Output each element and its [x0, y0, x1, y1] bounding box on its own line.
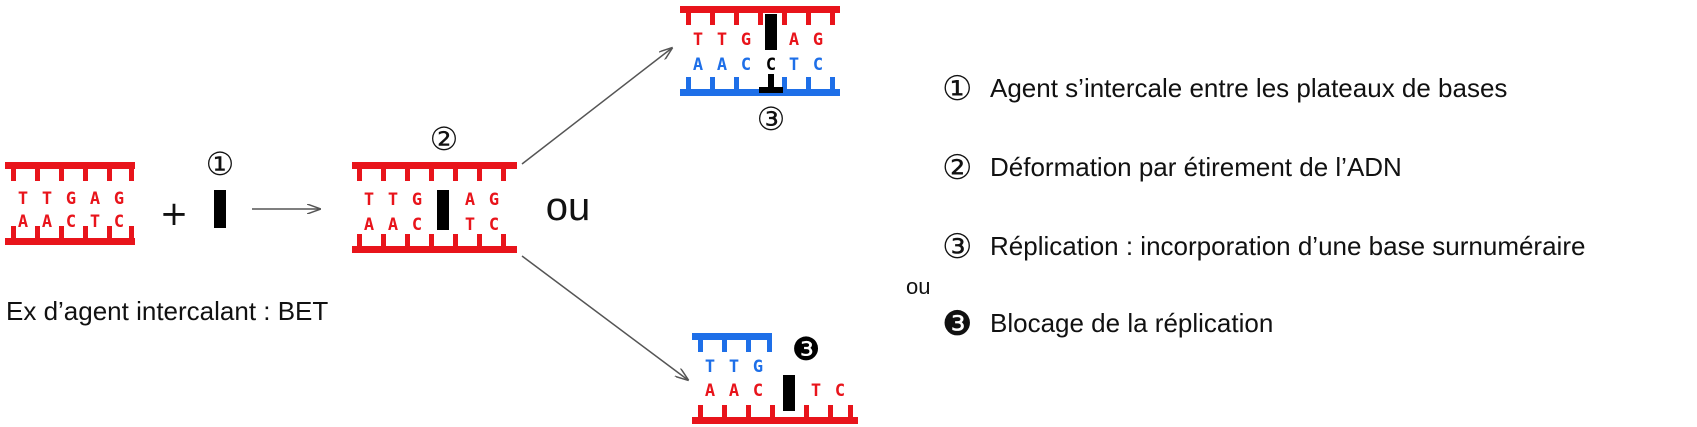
base: T [729, 357, 739, 377]
base: G [489, 190, 499, 210]
bottom-teeth [686, 77, 835, 89]
base: C [489, 215, 499, 235]
bottom-backbone [352, 246, 517, 253]
base: C [835, 381, 845, 401]
base: G [813, 30, 823, 50]
top-teeth [11, 169, 134, 181]
base: C [753, 381, 763, 401]
arrow-to-blocking [521, 255, 688, 380]
dna-blocked: T T G A A C T C [692, 333, 858, 424]
base: T [18, 189, 28, 209]
base: T [364, 190, 374, 210]
plus-sign: + [160, 194, 189, 234]
base: A [789, 30, 799, 50]
base: A [42, 212, 52, 232]
marker-1: ① [206, 145, 235, 183]
base: A [717, 55, 727, 75]
legend-marker-3-filled: ❸ [942, 304, 973, 344]
new-strand-backbone [692, 333, 772, 340]
parental-strand-backbone [692, 417, 858, 424]
intercalated-agent [437, 190, 449, 230]
top-teeth [686, 13, 835, 25]
intercalated-agent [765, 14, 777, 50]
legend-label-2: Déformation par étirement de l’ADN [990, 152, 1402, 182]
intercalating-agent [214, 190, 226, 228]
top-backbone [352, 162, 517, 169]
base: G [114, 189, 124, 209]
extra-base: C [766, 55, 776, 75]
parental-strand-teeth [698, 405, 853, 417]
legend-marker-3: ③ [942, 227, 973, 267]
marker-2: ② [430, 120, 459, 158]
extra-base-foot [759, 87, 783, 93]
dna-deformed: T T G A G A A C T C [352, 162, 517, 253]
legend-label-4: Blocage de la réplication [990, 308, 1274, 338]
ou-label: ou [546, 185, 591, 229]
base: A [364, 215, 374, 235]
base: A [18, 212, 28, 232]
base: T [465, 215, 475, 235]
top-teeth [357, 169, 506, 181]
base: T [811, 381, 821, 401]
base: G [412, 190, 422, 210]
legend-label-1: Agent s’intercale entre les plateaux de … [990, 73, 1508, 103]
bottom-teeth [357, 234, 506, 246]
base: C [741, 55, 751, 75]
blocking-agent [783, 375, 795, 411]
marker-3: ③ [757, 100, 786, 138]
base: T [705, 357, 715, 377]
base: A [729, 381, 739, 401]
arrow-to-replication [521, 48, 672, 165]
base: A [705, 381, 715, 401]
base: C [66, 212, 76, 232]
base: T [90, 212, 100, 232]
base: T [789, 55, 799, 75]
base: G [753, 357, 763, 377]
marker-3-filled: ❸ [792, 330, 821, 368]
dna-replication: T T G A G A A C C T C [680, 6, 840, 96]
legend-or: ou [906, 274, 931, 299]
base: C [813, 55, 823, 75]
bottom-backbone [5, 238, 135, 245]
base: A [693, 55, 703, 75]
top-backbone [5, 162, 135, 169]
base: C [412, 215, 422, 235]
intercalating-agent-example: Ex d’agent intercalant : BET [6, 296, 329, 326]
base: T [717, 30, 727, 50]
bottom-teeth [11, 226, 134, 238]
top-backbone-parental [680, 6, 840, 13]
extra-base-stem [768, 74, 774, 90]
base: A [90, 189, 100, 209]
base: G [66, 189, 76, 209]
base: C [114, 212, 124, 232]
base: T [42, 189, 52, 209]
base: A [465, 190, 475, 210]
base: G [741, 30, 751, 50]
base: A [388, 215, 398, 235]
base: T [388, 190, 398, 210]
legend-marker-1: ① [942, 69, 973, 109]
base: T [693, 30, 703, 50]
new-strand-teeth [698, 340, 772, 352]
legend-label-3: Réplication : incorporation d’une base s… [990, 231, 1586, 261]
dna-start: T T G A G A A C T C [5, 162, 135, 245]
legend-marker-2: ② [942, 148, 973, 188]
